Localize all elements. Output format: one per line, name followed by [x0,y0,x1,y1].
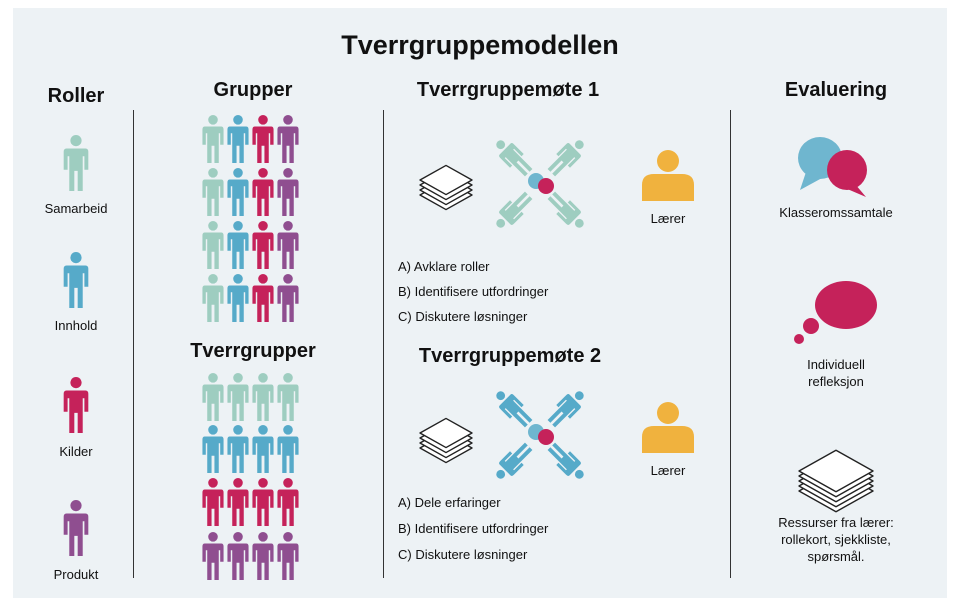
role-person-icon [63,252,89,308]
person-icon [496,140,533,177]
cross-group-person-icon [277,478,299,526]
group-person-icon [202,115,224,163]
group-person-icon [277,115,299,163]
meeting-2-illustration [419,391,694,479]
cross-group-person-icon [227,532,249,580]
cross-group-person-icon [227,373,249,421]
meeting-1-heading: Tverrgruppemøte 1 [416,79,600,101]
group-person-icon [202,274,224,322]
meeting-person-icon [496,442,533,479]
cross-group-person-icon [202,478,224,526]
page-title: Tverrgruppemodellen [341,30,619,60]
role-label-samarbeid: Samarbeid [44,201,108,216]
meeting-1-item-a: A) Avklare roller [398,259,490,274]
meeting-circle-1 [496,140,584,228]
cross-group-person-icon [227,478,249,526]
group-person-icon [227,115,249,163]
paper-stack-icon [798,449,874,513]
meeting-person-icon [547,442,584,479]
meeting-2-teacher-label: Lærer [650,463,686,478]
evaluation-icons [794,137,877,513]
meeting-1-item-b: B) Identifisere utfordringer [398,284,549,299]
group-person-icon [227,221,249,269]
person-icon [496,442,533,479]
paper-stack-icon [419,417,473,464]
meeting-1-item-c: C) Diskutere løsninger [398,309,528,324]
meeting-person-icon [547,191,584,228]
meeting-person-icon [547,391,584,428]
divider-groups [383,110,384,578]
person-icon [496,391,533,428]
meeting-2-heading: Tverrgruppemøte 2 [418,345,602,367]
cross-group-person-icon [277,532,299,580]
teacher-icon [642,150,694,201]
cross-group-person-icon [277,373,299,421]
group-person-icon [252,221,274,269]
meeting-2-item-a: A) Dele erfaringer [398,495,501,510]
group-person-icon [277,221,299,269]
divider-roles [133,110,134,578]
role-person-icon [63,377,89,433]
speech-bubble-icon [538,429,554,445]
evaluation-label-resources-1: Ressurser fra lærer: [778,515,894,530]
group-person-icon [252,274,274,322]
evaluation-label-resources-3: spørsmål. [807,549,865,564]
cross-group-person-icon [252,532,274,580]
cross-group-person-icon [202,532,224,580]
group-person-icon [202,221,224,269]
meeting-1-illustration [419,140,694,228]
role-label-innhold: Innhold [54,318,98,333]
speech-bubble-icon [538,178,554,194]
cross-group-person-icon [277,425,299,473]
paper-stack-icon [419,164,473,211]
role-label-kilder: Kilder [59,444,93,459]
meeting-person-icon [496,140,533,177]
teacher-icon [642,402,694,453]
person-icon [496,191,533,228]
cross-group-person-icon [252,373,274,421]
role-person-icon [63,135,89,191]
role-label-produkt: Produkt [53,567,99,582]
role-person-icon [63,500,89,556]
evaluation-label-classroom: Klasseromssamtale [779,205,893,220]
person-icon [547,391,584,428]
role-figures [63,135,89,556]
meeting-1-teacher-label: Lærer [650,211,686,226]
meeting-2-item-b: B) Identifisere utfordringer [398,521,549,536]
cross-group-person-icon [202,373,224,421]
person-icon [547,140,584,177]
group-person-icon [277,168,299,216]
group-person-icon [252,115,274,163]
cross-group-person-icon [202,425,224,473]
meeting-person-icon [547,140,584,177]
thought-bubble-icon [794,281,877,344]
cross-group-figures [202,373,299,580]
person-icon [547,442,584,479]
evaluation-label-resources-2: rollekort, sjekkliste, [781,532,891,547]
diagram-panel [13,8,947,598]
cross-groups-heading: Tverrgrupper [190,340,316,362]
cross-group-person-icon [252,425,274,473]
divider-meetings [730,110,731,578]
person-icon [547,191,584,228]
roles-heading: Roller [47,85,105,107]
group-figures [202,115,299,322]
cross-group-person-icon [227,425,249,473]
group-person-icon [277,274,299,322]
evaluation-label-individual-2: refleksjon [808,374,864,389]
groups-heading: Grupper [213,79,293,101]
meeting-person-icon [496,191,533,228]
group-person-icon [202,168,224,216]
meeting-2-item-c: C) Diskutere løsninger [398,547,528,562]
evaluation-heading: Evaluering [784,79,888,101]
meeting-circle-2 [496,391,584,479]
speech-bubbles-icon [798,137,867,197]
meeting-person-icon [496,391,533,428]
group-person-icon [227,274,249,322]
group-person-icon [252,168,274,216]
cross-group-person-icon [252,478,274,526]
group-person-icon [227,168,249,216]
evaluation-label-individual-1: Individuell [807,357,865,372]
